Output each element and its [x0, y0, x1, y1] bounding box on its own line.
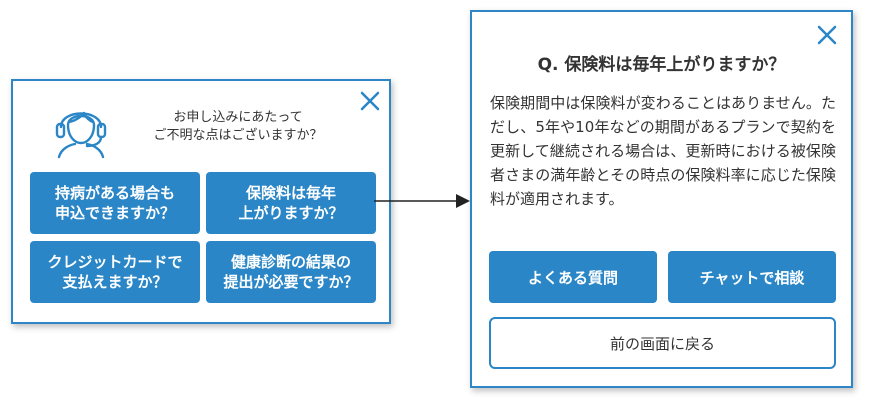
- question-title: Q. 保険料は毎年上がりますか？: [537, 55, 786, 75]
- inquiry-widget: お申し込みにあたって ご不明な点はございますか？ 持病がある場合も 申込できます…: [11, 79, 391, 324]
- back-button[interactable]: 前の画面に戻る: [489, 317, 836, 369]
- faq-button-premium-increase[interactable]: 保険料は毎年 上がりますか？: [206, 172, 376, 234]
- faq-button-health-check[interactable]: 健康診断の結果の 提出が必要ですか？: [206, 241, 376, 303]
- close-icon[interactable]: [359, 90, 381, 112]
- operator-headset-icon: [55, 111, 107, 159]
- chat-consult-button[interactable]: チャットで相談: [668, 251, 836, 303]
- faq-button-preexisting-condition[interactable]: 持病がある場合も 申込できますか？: [30, 172, 200, 234]
- greeting-line-1: お申し込みにあたって: [173, 110, 303, 125]
- arrow-right-icon: [374, 194, 470, 208]
- answer-widget: Q. 保険料は毎年上がりますか？ 保険期間中は保険料が変わることはありません。た…: [470, 10, 853, 388]
- greeting-line-2: ご不明な点はございますか？: [153, 128, 323, 143]
- answer-text: 保険期間中は保険料が変わることはありません。ただし、5年や10年などの期間がある…: [490, 94, 836, 208]
- close-icon[interactable]: [816, 24, 838, 46]
- faq-list-button[interactable]: よくある質問: [489, 251, 657, 303]
- greeting-text: お申し込みにあたって ご不明な点はございますか？: [123, 109, 353, 145]
- faq-button-credit-card[interactable]: クレジットカードで 支払えますか？: [30, 241, 200, 303]
